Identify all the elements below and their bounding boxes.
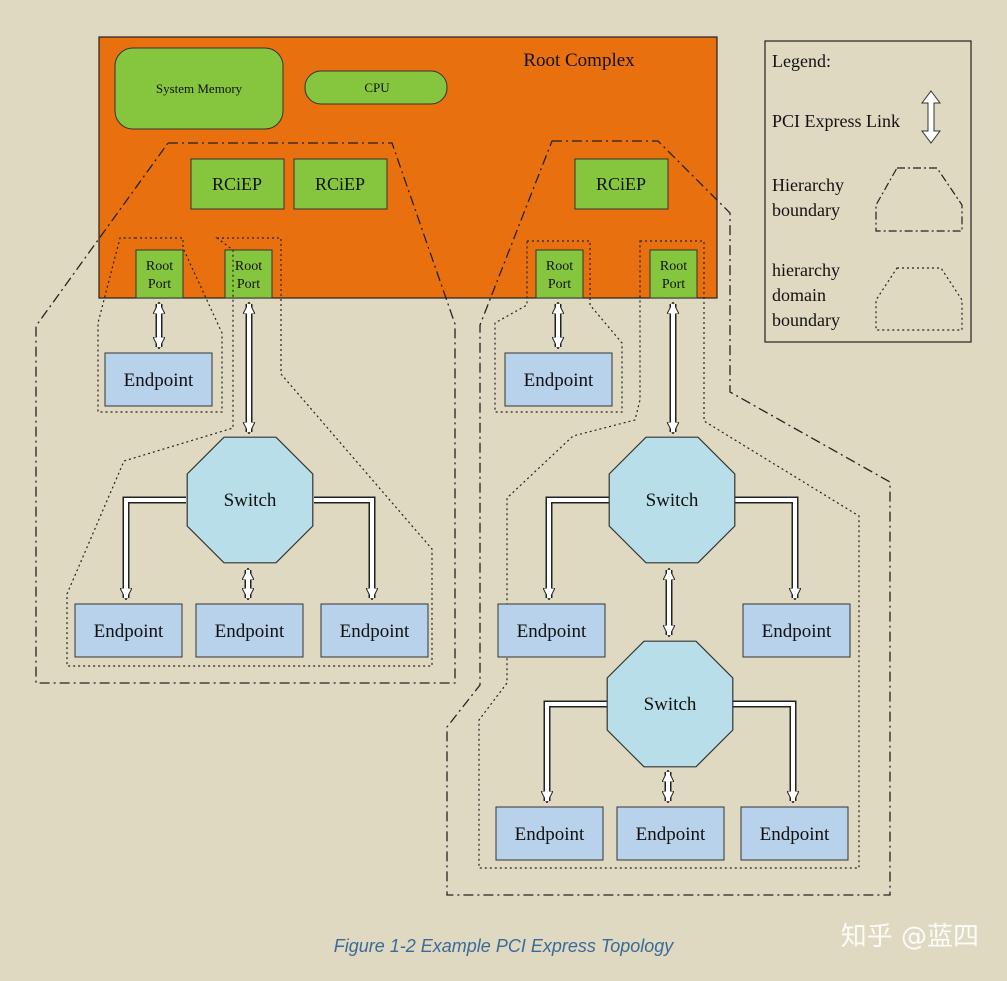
rciep-1: RCiEP [190, 158, 285, 210]
endpoint-label: Endpoint [760, 824, 830, 845]
pci-express-links [126, 304, 795, 801]
link [735, 496, 795, 598]
hierarchy-boundary-left [35, 142, 456, 684]
endpoint-4: Endpoint [320, 603, 429, 658]
endpoint-label: Endpoint [517, 621, 587, 642]
endpoint-1: Endpoint [104, 352, 213, 407]
rciep-label: RCiEP [315, 174, 365, 194]
legend-hierarchy-icon [875, 167, 963, 232]
link [547, 700, 607, 801]
root-complex: Root Complex System Memory CPU RCiEP RCi… [98, 36, 718, 299]
link [549, 496, 609, 598]
endpoint-9: Endpoint [616, 806, 725, 861]
figure-caption: Figure 1-2 Example PCI Express Topology [333, 936, 674, 956]
link [733, 700, 793, 801]
rciep-label: RCiEP [596, 174, 646, 194]
endpoint-7: Endpoint [742, 603, 851, 658]
domain-boundary-1 [97, 237, 223, 413]
cpu: CPU [304, 70, 448, 105]
legend-domain-icon [875, 267, 963, 331]
endpoint-10: Endpoint [740, 806, 849, 861]
switch-2: Switch [608, 436, 736, 564]
link [314, 496, 372, 598]
rciep-2: RCiEP [293, 158, 388, 210]
endpoint-label: Endpoint [524, 370, 594, 391]
endpoint-label: Endpoint [340, 621, 410, 642]
endpoint-8: Endpoint [495, 806, 604, 861]
endpoint-5: Endpoint [504, 352, 613, 407]
root-complex-title: Root Complex [523, 50, 635, 71]
link [126, 496, 186, 598]
legend-link-label: PCI Express Link [772, 111, 900, 131]
domain-boundary-4 [478, 240, 860, 869]
hierarchy-boundary-right [446, 140, 891, 896]
endpoint-2: Endpoint [74, 603, 183, 658]
legend-title: Legend: [772, 51, 831, 71]
endpoint-label: Endpoint [515, 824, 585, 845]
switch-label: Switch [646, 490, 699, 511]
watermark: 知乎 @蓝四 [840, 922, 979, 952]
switch-label: Switch [224, 490, 277, 511]
endpoint-label: Endpoint [636, 824, 706, 845]
rciep-label: RCiEP [212, 174, 262, 194]
switch-label: Switch [644, 694, 697, 715]
domain-boundaries [66, 237, 860, 869]
endpoint-3: Endpoint [195, 603, 304, 658]
endpoint-label: Endpoint [124, 370, 194, 391]
legend-link-icon [921, 90, 941, 144]
endpoint-label: Endpoint [762, 621, 832, 642]
system-memory: System Memory [114, 47, 284, 130]
cpu-label: CPU [364, 80, 390, 95]
domain-boundary-3 [494, 240, 623, 413]
rciep-3: RCiEP [574, 158, 669, 210]
system-memory-label: System Memory [156, 81, 243, 96]
endpoint-6: Endpoint [497, 603, 606, 658]
hierarchy-boundaries [35, 140, 891, 896]
switch-3: Switch [606, 640, 734, 768]
endpoint-label: Endpoint [94, 621, 164, 642]
endpoint-label: Endpoint [215, 621, 285, 642]
switch-1: Switch [186, 436, 314, 564]
